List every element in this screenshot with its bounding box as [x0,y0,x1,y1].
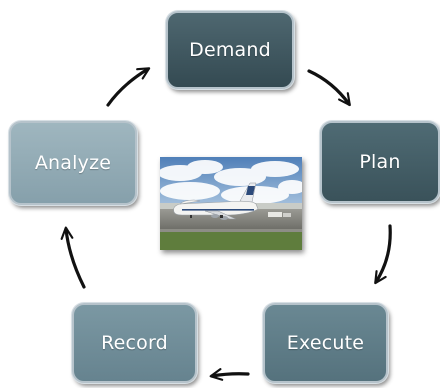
node-execute-label: Execute [286,332,365,354]
node-execute: Execute [263,303,388,383]
node-record: Record [72,303,197,383]
grass [160,229,302,250]
arrow-record-to-analyze [60,226,86,289]
arrow-plan-to-execute [374,224,392,285]
node-analyze-label: Analyze [34,152,112,174]
arrow-demand-to-plan [307,69,351,107]
ground-vehicle [268,212,291,217]
airplane [173,182,259,220]
node-record-label: Record [101,332,168,354]
arrow-analyze-to-demand [106,67,151,107]
airplane-illustration [160,157,302,250]
clouds [160,160,302,204]
runway-edge [160,229,302,232]
node-plan: Plan [320,121,440,203]
node-demand: Demand [166,11,294,89]
node-plan-label: Plan [359,151,401,173]
airplane-photo [160,157,302,250]
arrow-execute-to-record [209,368,250,381]
node-analyze: Analyze [9,121,137,205]
node-demand-label: Demand [189,39,271,61]
